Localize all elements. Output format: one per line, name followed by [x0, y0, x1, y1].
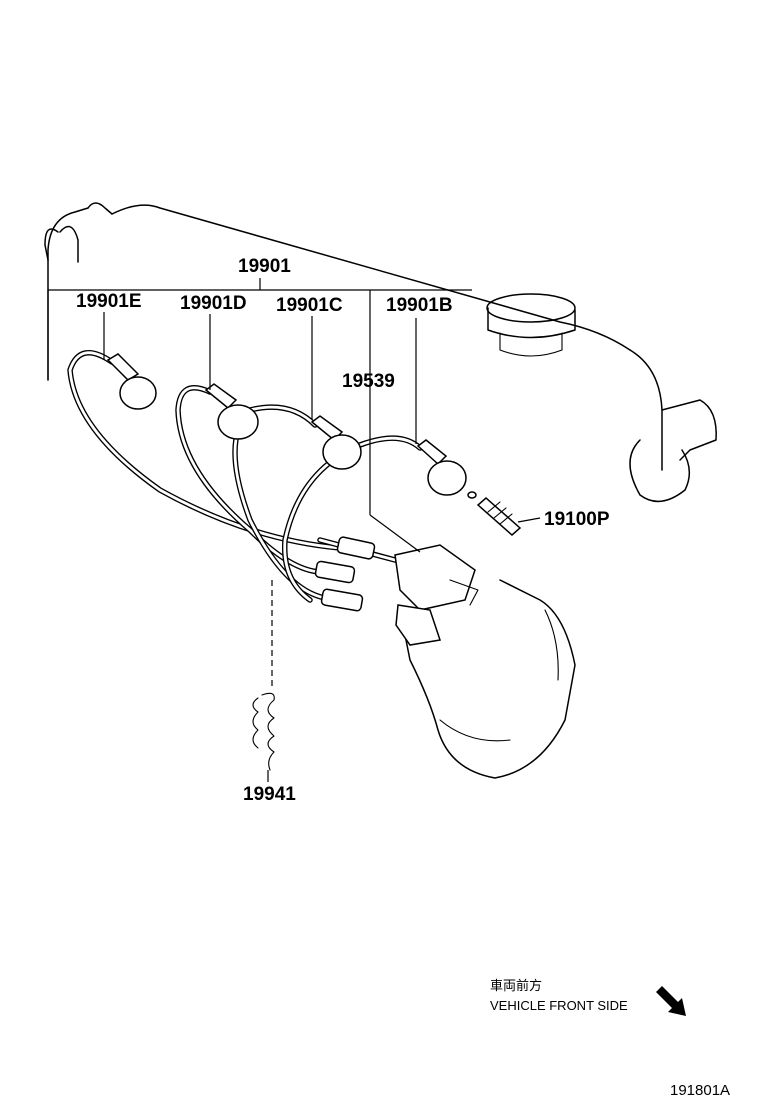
orientation-english: VEHICLE FRONT SIDE [490, 998, 628, 1013]
arrow-down-right-icon [656, 986, 686, 1016]
distributor-terminals [314, 536, 479, 646]
plug-boot-19901c [310, 415, 362, 470]
plug-boot-19901d [204, 383, 259, 440]
label-19539: 19539 [342, 371, 395, 392]
figure-code: 191801A [670, 1082, 730, 1099]
cord-holder-19941 [252, 692, 275, 771]
orientation-japanese: 車両前方 [490, 978, 542, 993]
ignition-wires [67, 350, 423, 603]
plug-boot-19901b [416, 439, 467, 496]
label-19100p: 19100P [544, 509, 610, 530]
label-19901d: 19901D [180, 293, 247, 314]
label-19901c: 19901C [276, 295, 343, 316]
label-19901: 19901 [238, 256, 291, 277]
label-19941: 19941 [243, 784, 296, 805]
leader-lines [47, 278, 541, 782]
engine-outline [44, 202, 717, 779]
label-19901e: 19901E [76, 291, 142, 312]
label-19901b: 19901B [386, 295, 453, 316]
plug-boot-19901e [106, 353, 157, 410]
spark-plug-19100p [467, 491, 522, 536]
